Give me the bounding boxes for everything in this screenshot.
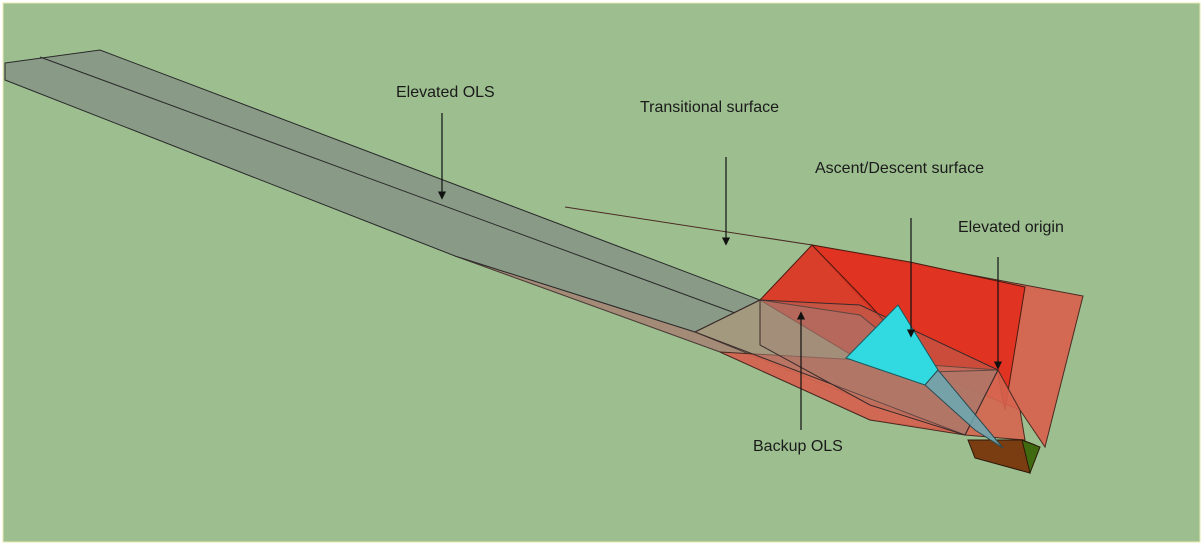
label-ascent-descent-surface: Ascent/Descent surface — [815, 160, 984, 177]
label-elevated-ols: Elevated OLS — [396, 84, 495, 101]
label-backup-ols: Backup OLS — [753, 438, 843, 455]
label-transitional-surface: Transitional surface — [640, 99, 779, 116]
label-elevated-origin: Elevated origin — [958, 219, 1064, 236]
